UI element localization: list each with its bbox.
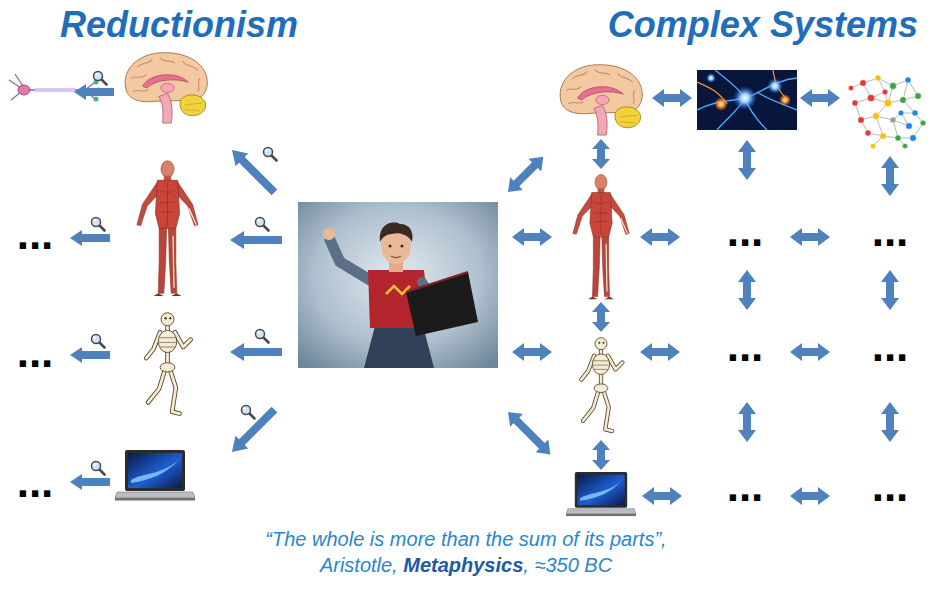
ellipsis-label: ... xyxy=(727,209,764,253)
muscle-body-drawing xyxy=(573,175,629,300)
laptop-drawing xyxy=(566,472,636,516)
ellipsis-label: ... xyxy=(872,209,909,253)
zoom-arrows xyxy=(70,84,282,490)
muscle-body-drawing xyxy=(137,161,198,296)
magnifier-icons xyxy=(92,72,277,475)
ellipsis-label: ... xyxy=(872,464,909,508)
laptop-drawing xyxy=(115,450,195,501)
neural-network-photo xyxy=(697,70,797,130)
caption-quote: “The whole is more than the sum of its p… xyxy=(246,526,686,578)
interaction-arrows xyxy=(502,89,899,505)
brain-drawing xyxy=(125,53,207,123)
skeleton-drawing xyxy=(146,313,190,414)
ellipsis-label: ... xyxy=(17,330,54,374)
ellipsis-label: ... xyxy=(17,460,54,504)
skeleton-drawing xyxy=(581,338,622,431)
ellipsis-label: ... xyxy=(727,324,764,368)
person-photo xyxy=(298,202,498,368)
ellipsis-label: ... xyxy=(17,212,54,256)
heading-title: Complex Systems xyxy=(608,4,918,46)
ellipsis-label: ... xyxy=(727,464,764,508)
heading-title: Reductionism xyxy=(60,4,298,46)
brain-drawing xyxy=(560,65,642,135)
network-graph xyxy=(848,75,925,149)
ellipsis-label: ... xyxy=(872,324,909,368)
